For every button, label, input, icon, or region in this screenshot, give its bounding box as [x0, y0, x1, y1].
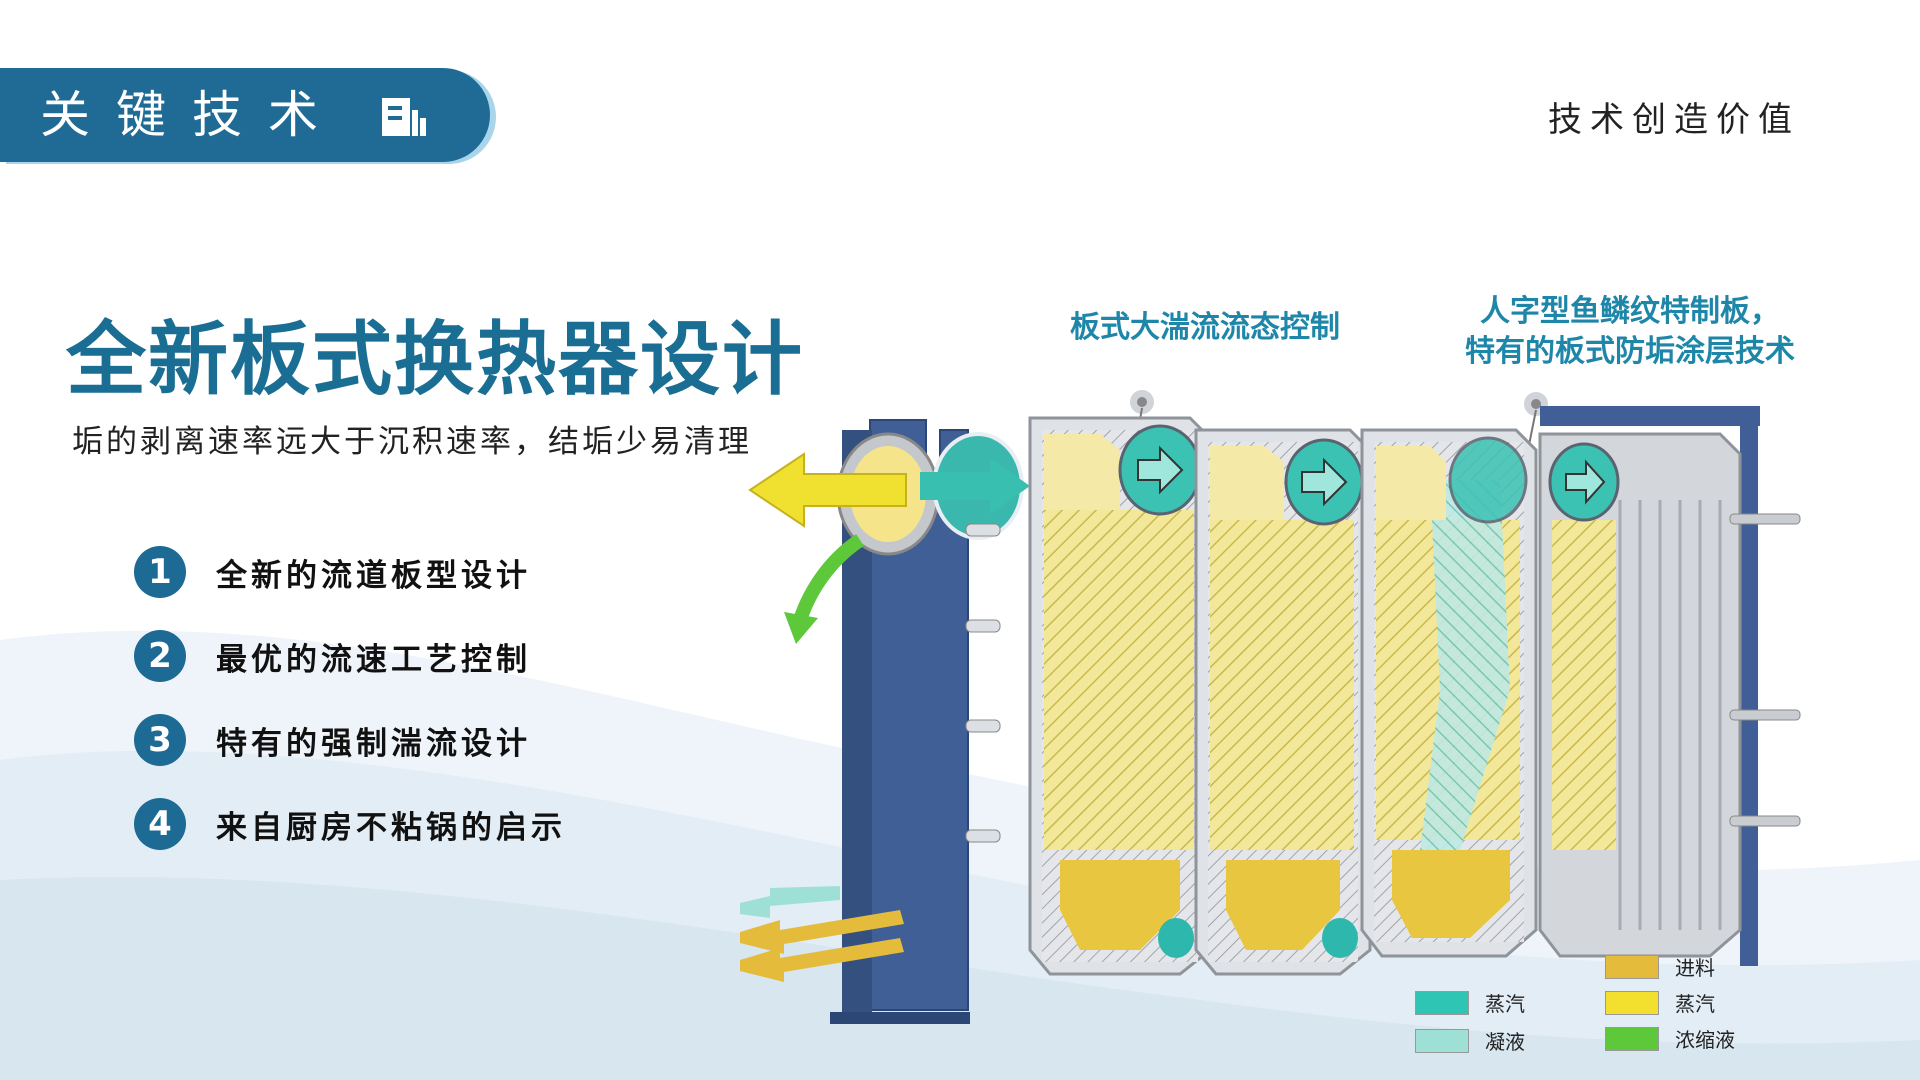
page-title: 全新板式换热器设计 [66, 313, 804, 406]
vapor-outlet-arrow [748, 452, 907, 528]
feature-item: 2 最优的流速工艺控制 [134, 614, 566, 698]
legend-swatch [1605, 990, 1659, 1015]
feature-label: 来自厨房不粘锅的启示 [216, 809, 566, 846]
legend-item: 进料 [1605, 952, 1715, 981]
legend-swatch [1415, 990, 1469, 1015]
callout-plate-coating: 人字型鱼鳞纹特制板， 特有的板式防垢涂层技术 [1430, 292, 1830, 372]
plate-heat-exchanger-diagram [740, 390, 1801, 1024]
heat-plate-2 [1194, 428, 1372, 976]
legend-label: 蒸汽 [1485, 992, 1525, 1016]
legend-label: 浓缩液 [1675, 1028, 1735, 1052]
feature-item: 1 全新的流道板型设计 [134, 530, 566, 614]
feature-label: 特有的强制湍流设计 [216, 725, 531, 762]
callout-text-line1: 人字型鱼鳞纹特制板， [1480, 294, 1780, 329]
slogan: 技术创造价值 [1548, 100, 1800, 140]
legend-item: 蒸汽 [1415, 988, 1525, 1017]
legend-item: 浓缩液 [1605, 1024, 1735, 1053]
number-badge: 3 [134, 714, 186, 766]
legend-swatch [1605, 954, 1659, 979]
building-chart-icon [382, 98, 426, 136]
heat-plate-1 [1028, 416, 1212, 976]
frame-bolts [965, 523, 1001, 843]
feature-label: 最优的流速工艺控制 [216, 641, 531, 678]
legend-swatch [1605, 1026, 1659, 1051]
legend-swatch [1415, 1028, 1469, 1053]
callout-text: 板式大湍流流态控制 [1070, 310, 1340, 345]
bottom-arrows [740, 886, 904, 982]
callout-turbulence: 板式大湍流流态控制 [1040, 308, 1370, 348]
page-subtitle: 垢的剥离速率远大于沉积速率，结垢少易清理 [72, 424, 752, 460]
callout-text-line2: 特有的板式防垢涂层技术 [1465, 334, 1795, 369]
concentrate-outlet-arrow [793, 534, 864, 623]
plate-pack [1538, 406, 1801, 966]
section-header-tab: 关键技术 [0, 68, 490, 162]
feature-item: 3 特有的强制湍流设计 [134, 698, 566, 782]
color-legend: 蒸汽 凝液 进料 蒸汽 浓缩液 [1415, 946, 1745, 1056]
number-badge: 4 [134, 798, 186, 850]
legend-label: 进料 [1675, 956, 1715, 980]
feature-list: 1 全新的流道板型设计 2 最优的流速工艺控制 3 特有的强制湍流设计 4 来自… [134, 530, 566, 866]
legend-label: 凝液 [1485, 1030, 1525, 1054]
feature-label: 全新的流道板型设计 [216, 557, 531, 594]
section-title: 关键技术 [40, 86, 344, 144]
steam-inlet-arrow [920, 458, 1030, 514]
heat-plate-3 [1360, 428, 1538, 958]
legend-item: 凝液 [1415, 1026, 1525, 1055]
legend-label: 蒸汽 [1675, 992, 1715, 1016]
feature-item: 4 来自厨房不粘锅的启示 [134, 782, 566, 866]
legend-item: 蒸汽 [1605, 988, 1715, 1017]
number-badge: 2 [134, 630, 186, 682]
number-badge: 1 [134, 546, 186, 598]
